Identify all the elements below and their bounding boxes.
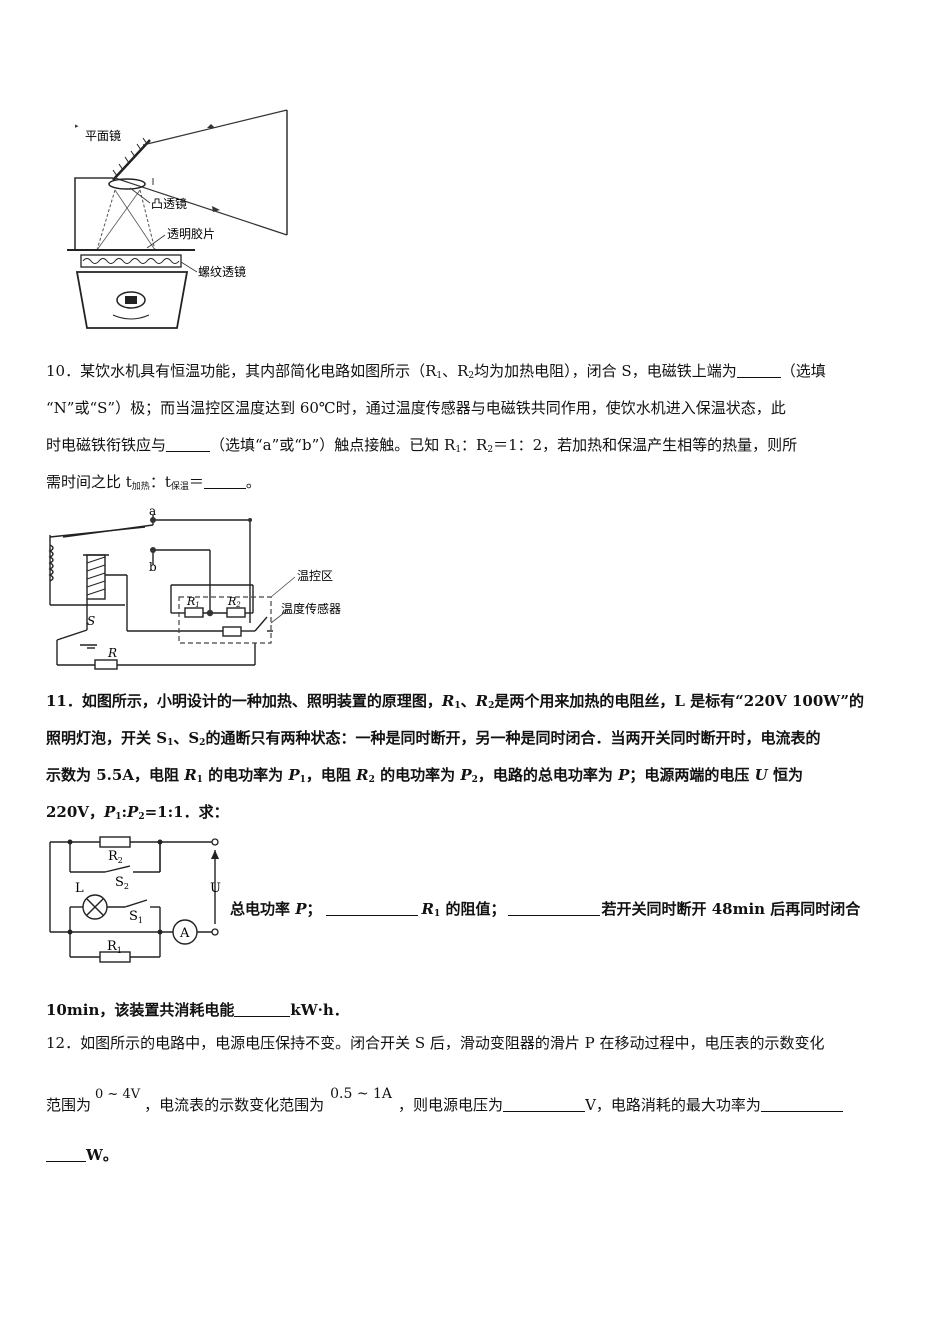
- fig-s1-label: S1: [129, 909, 143, 925]
- q12-blank-power-b[interactable]: [46, 1147, 86, 1162]
- fresnel-label: 螺纹透镜: [198, 264, 246, 279]
- q11-line-3: 示数为 5.5A，电阻 R1 的电功率为 P1，电阻 R2 的电功率为 P2，电…: [46, 766, 803, 785]
- q12-line-3: W。: [46, 1145, 118, 1165]
- switch-s-label: S: [87, 614, 95, 628]
- fig-voltage-label: U: [210, 881, 221, 896]
- q11-line-1: 11．如图所示，小明设计的一种加热、照明装置的原理图，R1、R2是两个用来加热的…: [46, 692, 865, 711]
- fig-lamp-label: L: [75, 881, 84, 896]
- q10-line-1: 10．某饮水机具有恒温功能，其内部简化电路如图所示（R1、R2均为加热电阻），闭…: [46, 362, 826, 381]
- fig-r2-label: R2: [108, 849, 123, 865]
- r2-label: R2: [227, 595, 241, 609]
- sensor-label: 温度传感器: [281, 601, 341, 616]
- q11-answer-line: 总电功率 P；R1 的阻值；若开关同时断开 48min 后再同时闭合: [230, 900, 861, 919]
- q11-blank-power[interactable]: [325, 901, 418, 916]
- q10-blank-pole[interactable]: [736, 363, 781, 378]
- svg-text:▸: ▸: [75, 122, 79, 130]
- projector-figure: ▸ 平面镜 凸透镜 透明胶片 螺纹透镜: [67, 109, 288, 329]
- q11-line-4: 220V，P1:P2=1:1．求：: [46, 803, 229, 822]
- current-range: 0.5 ~ 1A: [330, 1086, 393, 1102]
- resistor-r-label: R: [107, 646, 117, 660]
- q10-blank-ratio[interactable]: [203, 474, 246, 489]
- fig-r1-label: R1: [107, 939, 122, 955]
- lens-label: 凸透镜: [151, 196, 187, 211]
- slide-label: 透明胶片: [167, 226, 215, 241]
- fig-ammeter-label: A: [179, 926, 190, 941]
- q11-blank-resistance[interactable]: [507, 901, 600, 916]
- q10-line-3: 时电磁铁衔铁应与（选填“a”或“b”）触点接触。已知 R1：R2＝1：2，若加热…: [46, 436, 798, 455]
- q11-line-2: 照明灯泡，开关 S1、S2的通断只有两种状态：一种是同时断开，另一种是同时闭合．…: [46, 729, 821, 748]
- contact-a-label: a: [149, 505, 156, 518]
- q10-circuit-figure: a b R1 R2 S R 温控区 温度传感器: [48, 505, 341, 670]
- r1-label: R1: [186, 595, 200, 609]
- q10-blank-contact[interactable]: [166, 437, 211, 452]
- q12-blank-voltage[interactable]: [503, 1097, 586, 1112]
- q12-blank-power-a[interactable]: [760, 1097, 843, 1112]
- fig-s2-label: S2: [115, 875, 129, 891]
- contact-b-label: b: [149, 560, 157, 574]
- q10-line-4: 需时间之比 t加热：t保温＝。: [46, 473, 261, 492]
- q10-line-2: “N”或“S”）极；而当温控区温度达到 60℃时，通过温度传感器与电磁铁共同作用…: [46, 399, 786, 417]
- q12-line-1: 12．如图所示的电路中，电源电压保持不变。闭合开关 S 后，滑动变阻器的滑片 P…: [46, 1034, 825, 1052]
- voltage-range: 0 ~ 4V: [95, 1087, 141, 1102]
- zone-label: 温控区: [297, 569, 333, 583]
- q11-circuit-figure: R2 S2 L S1 A R1 U: [49, 836, 221, 963]
- q11-blank-energy[interactable]: [234, 1002, 291, 1017]
- mirror-label: 平面镜: [85, 128, 121, 143]
